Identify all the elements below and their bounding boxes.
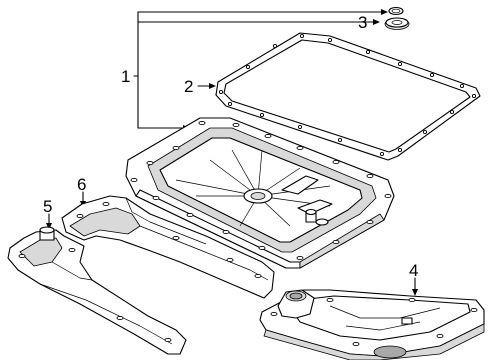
callout-5-leader bbox=[46, 213, 52, 230]
heat-shield-part bbox=[61, 195, 275, 299]
transmission-oil-pan-part bbox=[125, 117, 395, 269]
callout-label-6: 6 bbox=[77, 175, 86, 194]
callout-label-5: 5 bbox=[43, 197, 52, 216]
pan-gasket-part bbox=[215, 32, 481, 161]
transmission-filter-part bbox=[259, 289, 485, 360]
seal-ring-part bbox=[384, 6, 410, 30]
callout-2-leader bbox=[197, 83, 216, 89]
callout-label-3: 3 bbox=[358, 13, 367, 32]
callout-4-leader bbox=[412, 277, 418, 296]
callout-label-2: 2 bbox=[184, 77, 193, 96]
callout-label-1: 1 bbox=[121, 67, 130, 86]
lower-shield-part bbox=[7, 226, 187, 355]
callout-label-4: 4 bbox=[409, 261, 418, 280]
